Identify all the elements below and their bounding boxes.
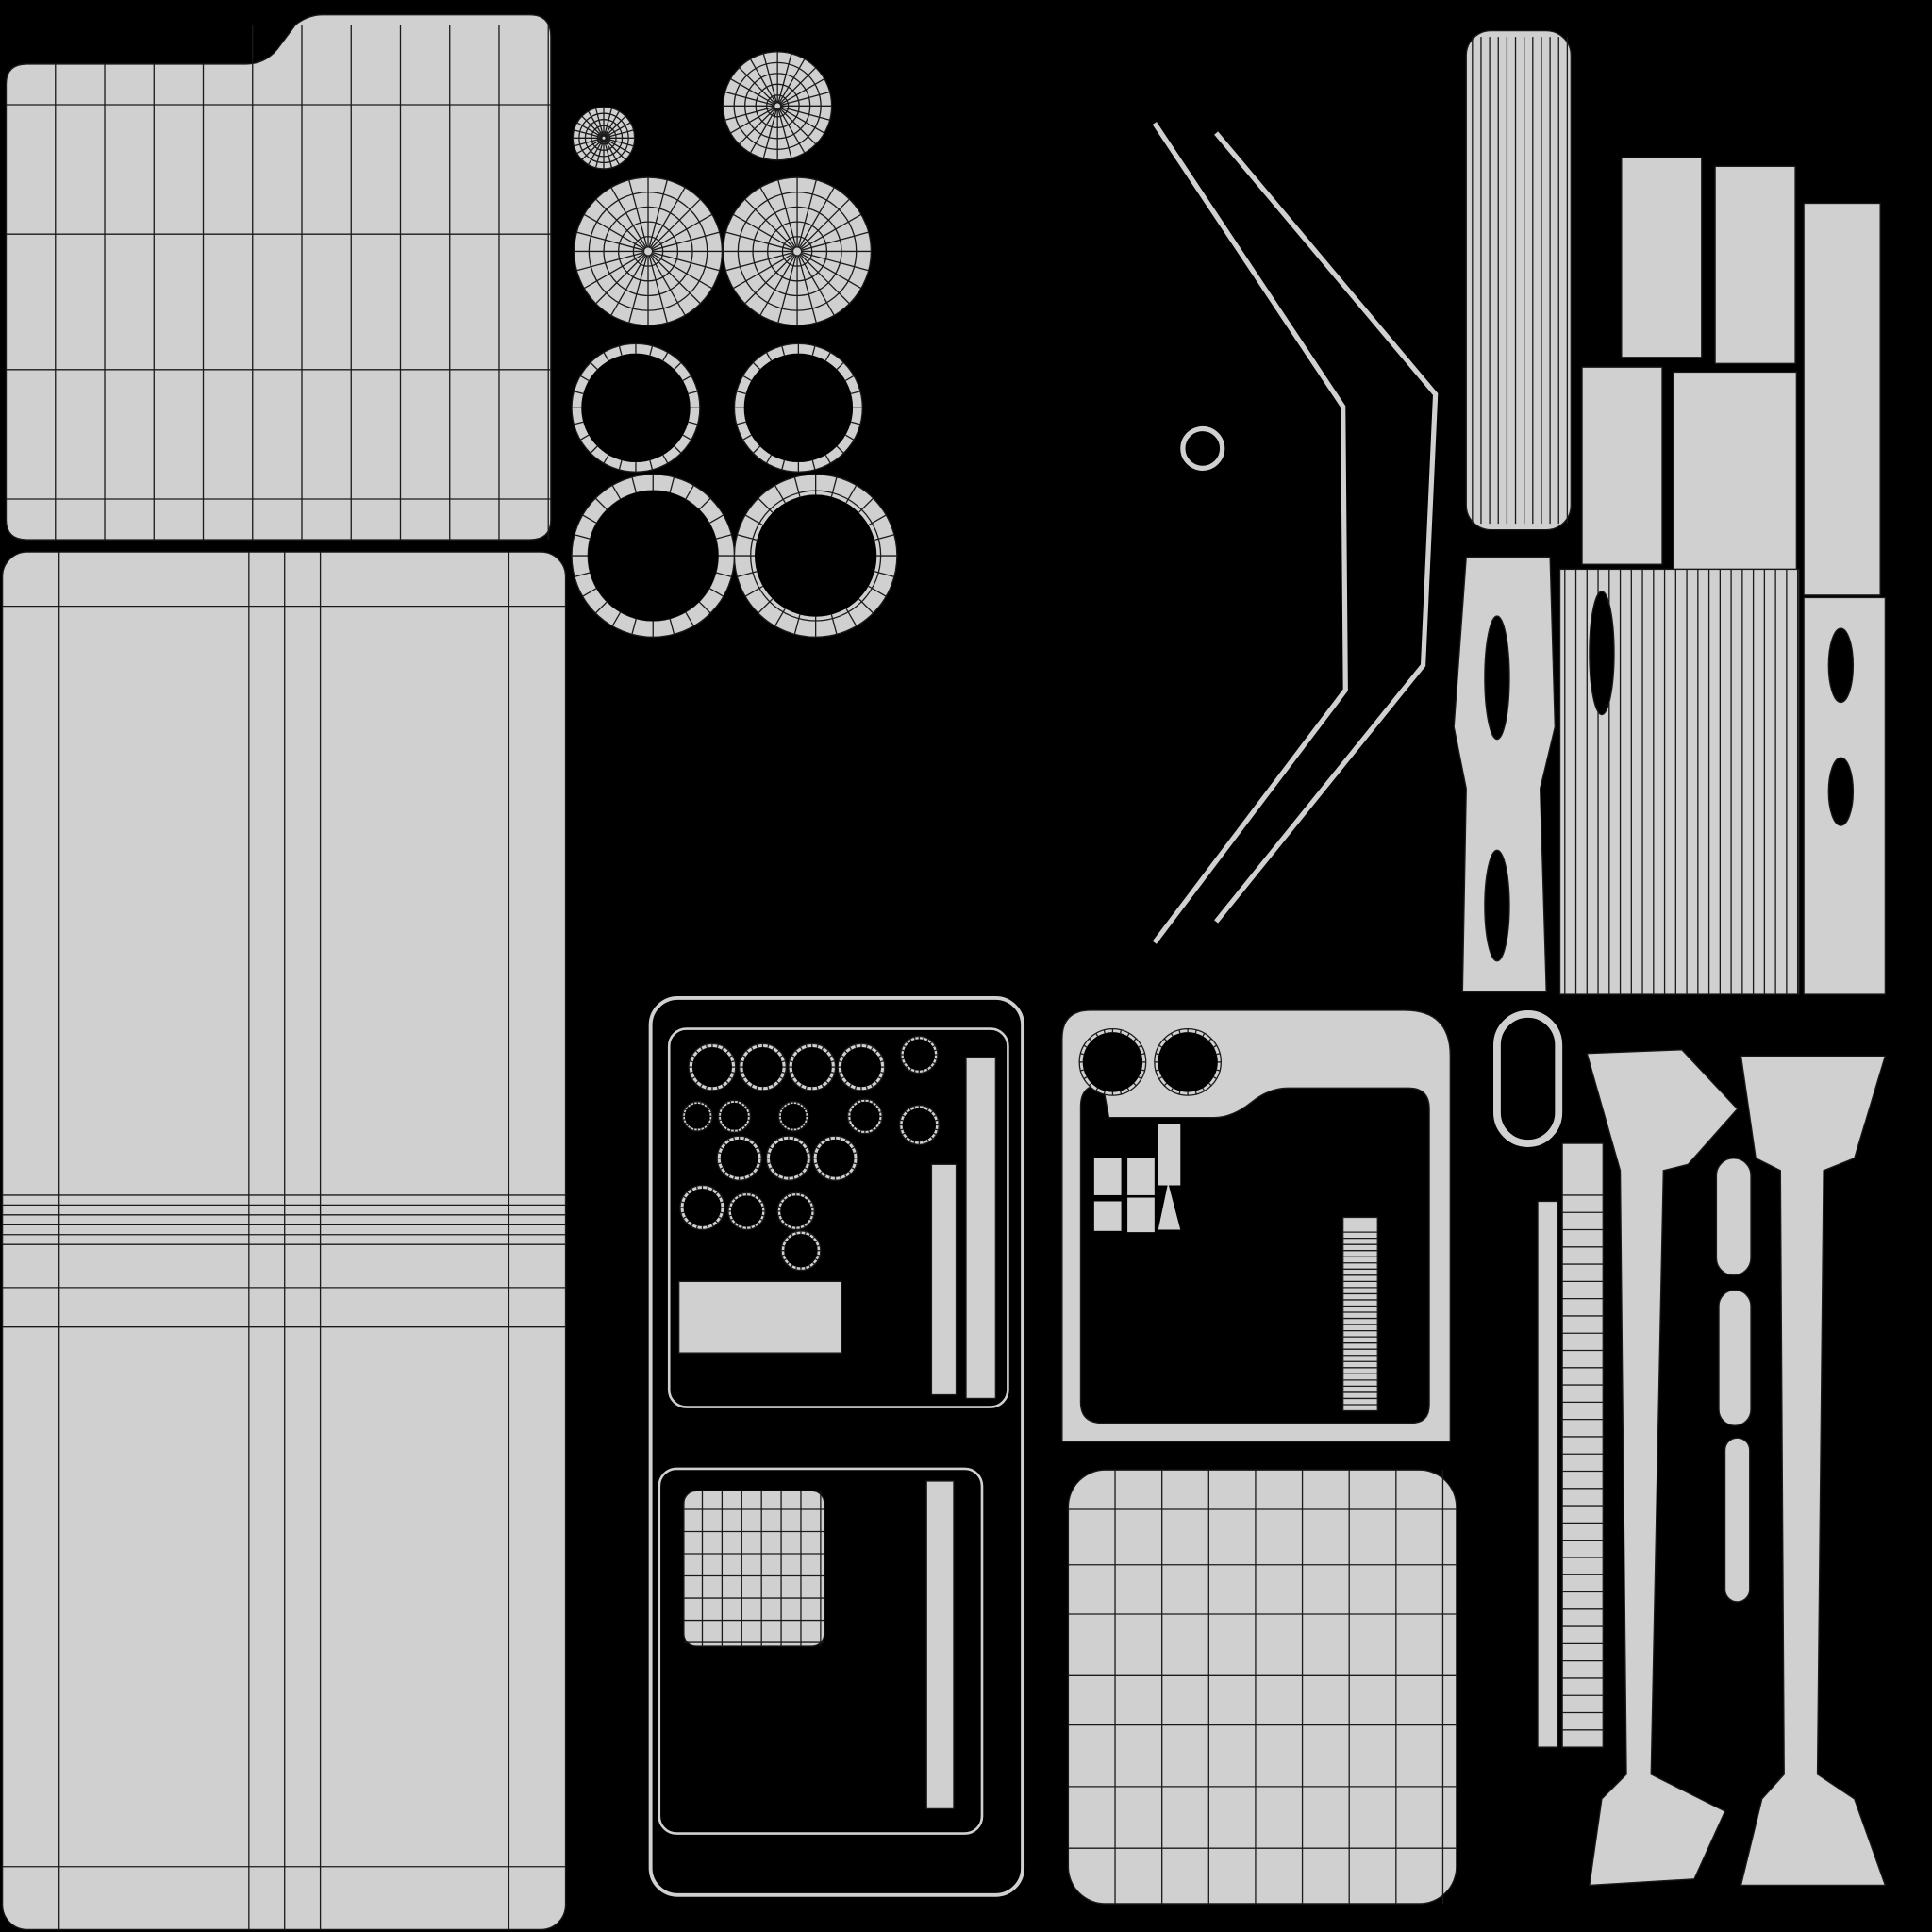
side-strip-3 (1581, 366, 1663, 565)
thin-strip-a (1537, 1200, 1558, 1748)
side-strip-2 (1714, 165, 1796, 364)
small-lens-ring (812, 1135, 858, 1181)
frame-side-left-island (1453, 556, 1556, 993)
bottom-middle-frame-island (648, 996, 1025, 1897)
cover-screen-back-island (5, 14, 552, 541)
grid-square-island (683, 1490, 825, 1647)
small-lens-ring (679, 1184, 725, 1231)
cover-glass-island (1067, 1469, 1457, 1905)
small-lens-ring (776, 1191, 815, 1231)
side-strip-4 (1673, 371, 1797, 571)
small-lens-ring (846, 1098, 883, 1135)
side-strip-1 (1621, 157, 1703, 358)
slot-hole (1484, 849, 1510, 962)
small-ring (1180, 425, 1225, 471)
lens-circle (723, 51, 833, 161)
lens-circle (572, 106, 636, 170)
bent-edge-strip-right (1214, 131, 1439, 924)
slot-hole (1827, 757, 1855, 826)
top-hinge-tube (1465, 30, 1572, 531)
slot-hole (1827, 627, 1855, 704)
samsung-logo-lettering (1093, 1124, 1181, 1233)
small-lens-ring (717, 1099, 752, 1133)
capsule-1 (1715, 1158, 1752, 1276)
small-lens-ring (765, 1135, 812, 1181)
small-lens-ring (788, 1042, 837, 1091)
small-lens-ring (777, 1101, 809, 1132)
small-lens-ring (681, 1101, 713, 1132)
stripe-block-a (1342, 1216, 1378, 1412)
small-lens-ring (780, 1230, 822, 1272)
small-lens-ring (716, 1135, 762, 1181)
hinge-arm-left (1586, 1049, 1739, 1887)
vertical-strip-a (965, 1057, 996, 1400)
label-rect-island (678, 1280, 842, 1354)
small-lens-ring (898, 1104, 940, 1146)
vertical-strip-c (925, 1480, 955, 1810)
vertical-strip-b (930, 1163, 958, 1396)
lens-ring (571, 474, 736, 638)
small-lens-ring (900, 1035, 939, 1074)
bottom-middle-lower-frame (658, 1467, 984, 1835)
camera-cutout-ring (1154, 1027, 1223, 1096)
capsule-3 (1724, 1437, 1751, 1603)
slot-hole (1589, 591, 1615, 716)
small-lens-ring (727, 1191, 766, 1231)
small-lens-ring (688, 1042, 737, 1091)
slot-hole (1484, 615, 1510, 741)
bent-edge-strip-left (1152, 122, 1348, 944)
lens-circle-islands (571, 51, 1223, 1272)
wireframe-lines (2, 25, 1855, 1930)
oval-ring (1493, 1010, 1563, 1147)
lens-circle (723, 176, 873, 326)
lens-ring (571, 342, 701, 473)
capsule-2 (1718, 1289, 1752, 1426)
lens-ring (733, 474, 898, 638)
small-lens-ring (837, 1042, 886, 1091)
bottom-middle-inner-frame (667, 1027, 1009, 1408)
hinge-arm-right (1740, 1055, 1887, 1887)
small-lens-ring (739, 1042, 787, 1091)
thin-strip-b (1561, 1142, 1604, 1748)
camera-cutout-ring (1078, 1027, 1147, 1096)
side-strip-5 (1803, 202, 1881, 596)
lens-circle (574, 176, 724, 326)
lens-ring (733, 342, 863, 473)
